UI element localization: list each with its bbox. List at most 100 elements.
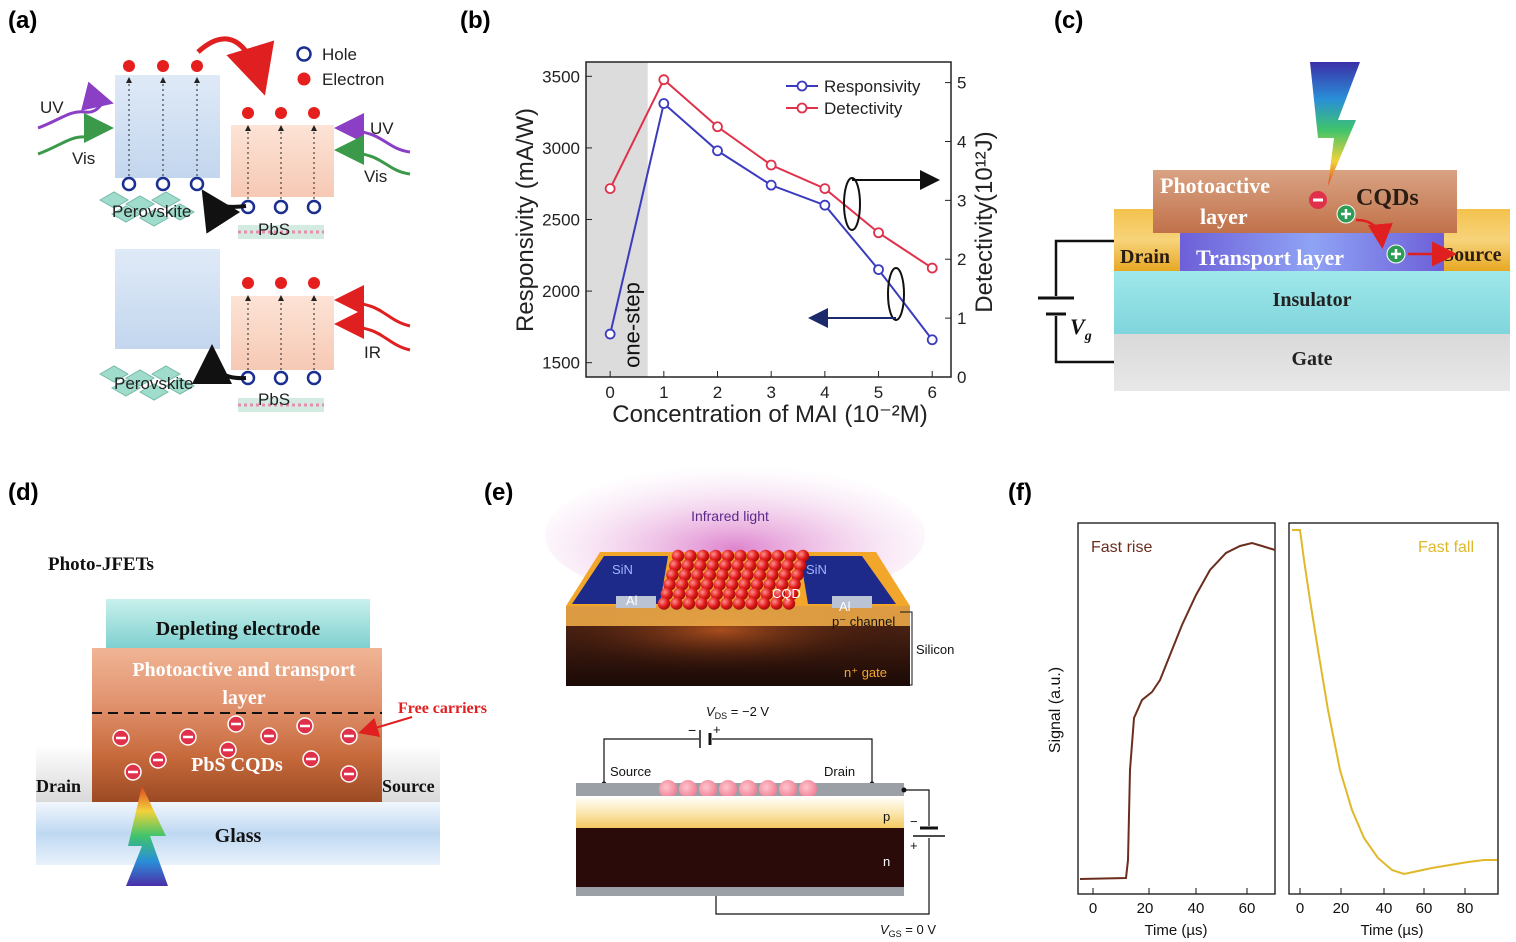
cqd-ball [660, 587, 673, 601]
cqd-ball [746, 549, 760, 563]
carriers-top-perovskite [121, 60, 205, 192]
series-group [604, 74, 938, 346]
cqd-ball [721, 549, 735, 563]
cqd-ball [770, 597, 783, 610]
rise-curve [1079, 541, 1276, 880]
point-detectivity [819, 183, 831, 194]
vis-wave-left [37, 113, 114, 156]
point-detectivity [658, 74, 670, 86]
bottom-contact [576, 887, 904, 896]
point-responsivity [819, 199, 831, 211]
source-label: Source [1443, 244, 1502, 266]
cqd-ball [688, 578, 701, 591]
cqd-row [659, 780, 817, 798]
fall-plot-frame [1288, 522, 1499, 895]
fast-fall-label: Fast fall [1418, 539, 1474, 556]
cqd-ball [785, 587, 798, 601]
infrared-label: Infrared light [691, 508, 769, 524]
cqd-ball [741, 568, 754, 582]
cqd-ball [723, 587, 736, 601]
rise-xlabel: Time (µs) [1144, 922, 1207, 939]
hole-legend-icon [296, 46, 312, 62]
light-bolt-d-icon [126, 786, 168, 886]
vds-minus: − [688, 722, 696, 738]
pbs-label-bottom: PbS [258, 390, 290, 409]
electron-legend-icon [297, 72, 311, 86]
perovskite-label-bottom: Perovskite [114, 374, 193, 393]
sin-right-block [800, 556, 896, 604]
point-detectivity [765, 159, 777, 171]
cqd-ball [703, 568, 717, 582]
point-detectivity [926, 262, 938, 274]
rise-x-ticks: 0 20 40 60 [1089, 888, 1255, 917]
drain-label: Drain [1120, 246, 1170, 268]
fall-tick-0: 0 [1296, 900, 1304, 917]
cqd-ball [670, 597, 683, 610]
fall-xlabel: Time (µs) [1360, 922, 1423, 939]
cqd-dot [659, 780, 677, 798]
cqd-ball [781, 559, 794, 572]
electron-transfer-arrow [196, 36, 275, 96]
depleting-label: Depleting electrode [156, 618, 321, 640]
cqd-dot [679, 780, 697, 798]
fall-curve [1292, 529, 1497, 876]
point-responsivity [658, 98, 670, 109]
cqd-ball [695, 597, 708, 610]
perovskite-crystal-top-icon [98, 191, 196, 227]
al-right-label: Al [839, 599, 851, 614]
cqd-dot [719, 780, 737, 798]
cqd-ball [735, 587, 748, 601]
point-detectivity [604, 183, 616, 194]
cqd-ball [725, 578, 739, 591]
cqd-ball [663, 578, 676, 591]
n-label: n [883, 854, 890, 869]
pbs-crystal-bottom-icon [238, 398, 324, 412]
insulator-layer [1114, 271, 1510, 334]
cqd-ball [720, 597, 733, 610]
cqd-ball [748, 587, 761, 601]
right-tick-label: 2 [957, 250, 966, 269]
cqd-ball [756, 559, 769, 572]
cqd-label: CQD [772, 586, 801, 601]
perovskite-band-top [115, 75, 220, 178]
fall-tick-60: 60 [1416, 900, 1433, 917]
point-responsivity [712, 145, 723, 157]
cqd-ball [757, 597, 771, 610]
cqd-ball [791, 568, 804, 582]
cqd-ball [744, 559, 757, 572]
cqd-ball [766, 568, 779, 582]
cqd-ball [794, 559, 807, 572]
point-responsivity [873, 264, 884, 276]
free-carriers-label: Free carriers [398, 700, 487, 717]
p-label: p [883, 809, 890, 824]
cqd-ball [778, 568, 792, 582]
cqd-ball [716, 568, 729, 582]
point-responsivity [926, 334, 938, 346]
legend-hole: Hole [322, 45, 357, 64]
hole-transfer-arrow-top [201, 189, 247, 234]
panel-d: Photo-JFETs Depleting electrode Photoact… [36, 554, 487, 886]
left-tick-label: 1500 [542, 354, 580, 373]
cqd-ball [719, 559, 732, 572]
uv-label-right: UV [370, 119, 394, 138]
cqd-ball [713, 578, 726, 591]
panel-label-f: (f) [1008, 479, 1032, 506]
al-left-label: Al [626, 593, 638, 608]
cqd-ball [700, 578, 714, 591]
right-tick-label: 1 [957, 309, 966, 328]
cqd-ball [675, 578, 689, 591]
panel-a: Hole Electron [37, 36, 411, 412]
pbs-crystal-top-icon [238, 225, 324, 239]
free-carriers-group [112, 715, 358, 783]
cqd-ball [673, 587, 686, 601]
panel-label-e: (e) [484, 479, 513, 506]
p-channel-label: p⁻ channel [832, 614, 895, 629]
source-label-e: Source [610, 764, 651, 779]
right-tick-label: 5 [957, 74, 966, 93]
cqd-dot [699, 780, 717, 798]
cqd-ball [707, 597, 721, 610]
cqd-ball [681, 559, 694, 572]
drain-label-e: Drain [824, 764, 855, 779]
cqd-dot [799, 780, 817, 798]
vds-plus: + [713, 722, 721, 737]
